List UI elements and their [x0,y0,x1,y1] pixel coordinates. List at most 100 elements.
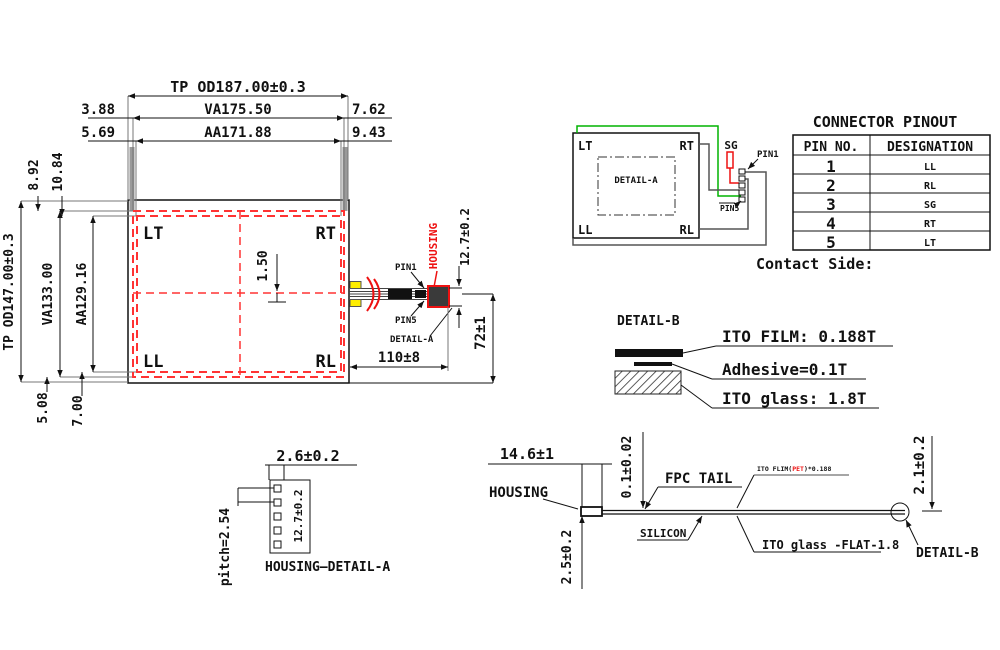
pin-number: 4 [826,214,836,233]
contact-side-label: Contact Side: [756,255,873,273]
housing-pins [273,484,282,549]
dim-od-width: TP OD187.00±0.3 [170,78,305,96]
adhesive-label: Adhesive=0.1T [722,360,847,379]
wire-ll [572,171,767,246]
pin-number: 3 [826,195,836,214]
main-panel-view: TP OD187.00±0.3 VA175.50 3.88 7.62 AA171… [2,78,496,427]
pin-number: 1 [826,157,836,176]
active-area-outline [136,215,342,373]
bend-mark-arc [366,276,375,312]
pinout-row-2: 2 RL [826,176,936,195]
fpc-pin1-label: PIN1 [395,263,417,273]
dim-va-offset-left: 3.88 [81,102,115,118]
ito-glass-bar [614,370,682,395]
pinout-col-designation: DESIGNATION [887,140,973,155]
cross-section-view: 14.6±1 HOUSING 0.1±0.02 FPC TAIL SILICON… [488,432,979,589]
corner-label-ll: LL [143,352,163,372]
dim-total-thickness: 2.1±0.2 [912,435,928,494]
dim-va-height: VA133.00 [41,263,56,326]
pinout-col-pin: PIN NO. [804,140,859,155]
dim-aa-offset-left: 5.69 [81,125,115,141]
fpc-exit-bracket-top [349,281,362,289]
dim-section-housing-width: 14.6±1 [500,445,554,463]
wire-rt [699,143,739,191]
pinout-title: CONNECTOR PINOUT [813,113,958,131]
section-housing-block [580,506,603,517]
detail-b-stackup: DETAIL-B ITO FILM: 0.188T Adhesive=0.1T … [614,314,893,409]
dim-pitch: pitch=2.54 [218,508,233,586]
wire-rl [699,178,749,230]
fpc-tail-label: FPC TAIL [665,471,732,487]
dim-va-offset-top: 8.92 [27,159,42,190]
dim-section-housing-thickness: 2.5±0.2 [560,530,575,585]
fpc-housing-block [427,285,450,308]
fpc-detail-a-label: DETAIL-A [390,335,434,345]
bend-mark-arc2 [373,278,381,310]
schematic-corner-lt: LT [578,139,592,153]
wire-sg-red [729,168,739,184]
section-housing-label: HOUSING [489,485,548,501]
housing-detail-a-caption: HOUSING—DETAIL-A [265,560,390,575]
detail-b-title: DETAIL-B [617,314,680,329]
pin-number: 5 [826,233,836,252]
fpc-exit-bracket-bottom [349,299,362,307]
ito-glass-note: ITO glass -FLAT-1.8 [762,538,899,552]
dim-tail-length: 110±8 [378,350,420,366]
schematic-panel-outline [572,132,700,239]
ito-film-bar [615,349,683,357]
ext-shade-right [342,147,348,211]
dim-aa-offset-top: 10.84 [51,152,66,191]
fpc-pin5-label: PIN5 [395,316,417,326]
dim-film-thickness: 0.1±0.02 [620,436,635,499]
schematic-corner-rt: RT [680,139,694,153]
ito-film-note: ITO FLIM(PET)*0.188 [757,465,831,473]
dim-tail-position: 72±1 [473,316,489,350]
dim-va-width: VA175.50 [204,102,271,118]
corner-label-rt: RT [316,224,336,244]
dim-aa-height: AA129.16 [75,263,90,326]
silicon-label: SILICON [640,527,686,540]
pin-designation: RL [924,181,936,192]
fpc-conductor-block [388,289,412,299]
fpc-conductor-block2 [415,290,426,298]
pinout-row-3: 3 SG [826,195,936,214]
dim-housing-width: 2.6±0.2 [276,447,339,465]
housing-body [269,479,311,554]
pin-designation: SG [924,200,936,211]
schematic-detail-a-zone [597,156,676,216]
pin-designation: RT [924,219,936,230]
pinout-row-5: 5 LT [826,233,936,252]
dim-aa-width: AA171.88 [204,125,271,141]
adhesive-bar [634,362,672,366]
pin-designation: LL [924,162,936,173]
schematic-pin1-label: PIN1 [757,150,779,160]
detail-b-marker-circle [890,502,910,522]
section-detail-b-label: DETAIL-B [916,546,979,561]
viewing-area-outline [132,210,345,378]
sg-label: SG [724,139,738,152]
pinout-row-1: 1 LL [826,157,936,176]
pin-designation: LT [924,238,936,249]
ito-film-label: ITO FILM: 0.188T [722,327,876,346]
dim-center-offset: 1.50 [256,250,271,281]
ext-shade-left [129,147,135,211]
pinout-row-4: 4 RT [826,214,936,233]
sg-component [726,151,734,169]
dim-aa-offset-right: 9.43 [352,125,386,141]
housing-label: HOUSING [427,222,440,269]
ito-glass-label: ITO glass: 1.8T [722,389,867,408]
wiring-schematic: DETAIL-A LT RT LL RL SG PIN1 PIN5 [572,125,779,246]
pin-number: 2 [826,176,836,195]
corner-label-lt: LT [143,224,163,244]
schematic-detail-a-label: DETAIL-A [614,176,658,186]
connector-pinout-table: CONNECTOR PINOUT PIN NO. DESIGNATION 1 L… [756,113,991,273]
connector-pins [738,168,746,203]
corner-label-rl: RL [316,352,336,372]
wire-lt-green [576,125,741,197]
fpc-tail [349,276,462,312]
schematic-corner-rl: RL [680,223,694,237]
ito-film-note-red: PET [792,465,804,473]
schematic-corner-ll: LL [578,223,592,237]
